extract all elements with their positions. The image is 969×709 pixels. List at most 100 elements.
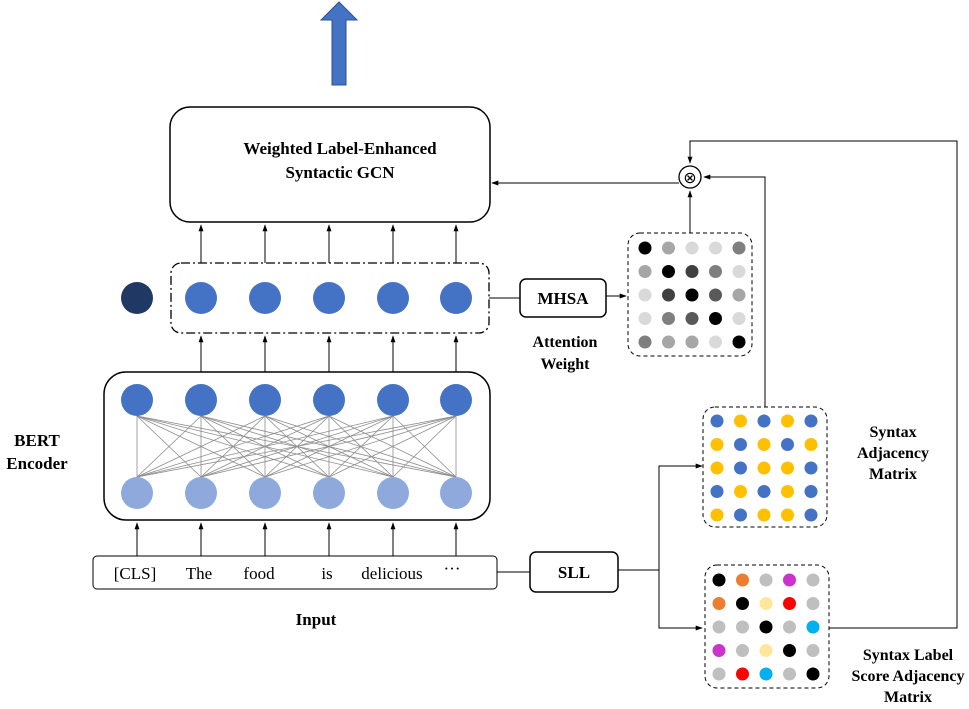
input-token: [CLS] (114, 564, 157, 583)
label-matrix-dot (759, 644, 773, 657)
label-matrix-dot (783, 597, 796, 610)
input-tokens: [CLS] The food is delicious ··· (114, 559, 461, 583)
label-matrix-dot (806, 644, 820, 657)
label-matrix-dot (783, 620, 796, 634)
attention-matrix-dot (662, 288, 675, 302)
attention-matrix-dot (709, 288, 722, 302)
label-matrix-dot (712, 667, 726, 681)
label-matrix-dots (712, 573, 820, 681)
syntax-matrix-dots (710, 414, 818, 522)
label-matrix-dot (712, 597, 726, 610)
otimes-node (678, 165, 702, 189)
attention-matrix-dot (685, 288, 699, 302)
attention-matrix-dot (732, 335, 746, 349)
bert-label-line2: Encoder (6, 454, 68, 473)
input-token: ··· (444, 559, 461, 578)
syntax-adj-label-line2: Adjacency (857, 445, 929, 462)
bert-connection-line (136, 415, 457, 478)
label-matrix-dot (736, 644, 749, 657)
label-matrix-dot (712, 620, 726, 634)
attention-matrix-dot (685, 335, 699, 349)
syntax-matrix-dot (804, 438, 818, 451)
label-matrix-dot (736, 620, 749, 634)
bert-connection-line (136, 415, 266, 478)
input-to-bert-arrows (134, 522, 459, 556)
syntax-matrix-dot (710, 485, 724, 498)
attention-matrix-dot (638, 265, 652, 278)
syntax-adj-label-line3: Matrix (869, 466, 917, 483)
hidden-nodes (185, 282, 472, 314)
label-matrix-dot (759, 573, 773, 587)
bert-connection-line (136, 415, 330, 478)
label-matrix-dot (759, 667, 773, 681)
syntax-label-line2: Score Adjacency (851, 668, 964, 685)
attention-matrix-dot (732, 312, 746, 325)
label-matrix-dot (783, 644, 796, 657)
input-token: is (321, 564, 332, 583)
mhsa-label: MHSA (538, 289, 590, 308)
syntax-matrix-dot (757, 508, 771, 522)
syntax-matrix-dot (781, 414, 794, 428)
bert-to-hidden-arrows (198, 335, 459, 373)
bert-top-nodes (121, 384, 472, 416)
syntax-matrix-dot (757, 461, 771, 475)
syntax-matrix-dot (804, 461, 818, 475)
syntax-adj-label-line1: Syntax (869, 424, 916, 441)
attention-label-line2: Weight (541, 356, 591, 373)
attention-matrix-dot (638, 335, 652, 349)
label-matrix-dot (783, 573, 796, 587)
input-token: food (243, 564, 275, 583)
label-matrix-dot (759, 597, 773, 610)
attention-matrix-dot (732, 265, 746, 278)
bert-connection-line (136, 415, 202, 478)
syntax-label-line3: Matrix (884, 689, 932, 706)
fusion-arrows (491, 140, 958, 629)
syntax-matrix-dot (734, 438, 747, 451)
attention-matrix-dot (732, 241, 746, 255)
attention-matrix-dot (638, 288, 652, 302)
attention-matrix-dot (709, 312, 722, 325)
bert-connections (136, 415, 457, 478)
syntax-matrix-dot (804, 414, 818, 428)
attention-matrix-dot (638, 312, 652, 325)
bert-bottom-nodes (121, 477, 472, 509)
gcn-title-line1: Weighted Label-Enhanced (243, 139, 437, 158)
label-matrix-dot (759, 620, 773, 634)
syntax-matrix-dot (804, 508, 818, 522)
label-matrix-dot (736, 573, 749, 587)
input-label: Input (296, 610, 337, 629)
bert-connection-line (200, 415, 457, 478)
syntax-label-line1: Syntax Label (863, 647, 954, 664)
gcn-box (169, 106, 491, 223)
label-matrix-dot (806, 667, 820, 681)
attention-matrix-dots (638, 241, 746, 349)
label-matrix-dot (783, 667, 796, 681)
attention-matrix-dot (709, 241, 722, 255)
input-token: The (186, 564, 212, 583)
syntax-matrix-dot (757, 485, 771, 498)
syntax-matrix-dot (781, 438, 794, 451)
input-token: delicious (361, 564, 422, 583)
sll-label: SLL (558, 563, 590, 582)
bert-connection-line (264, 415, 457, 478)
label-matrix-dot (806, 597, 820, 610)
attention-matrix-dot (662, 335, 675, 349)
label-matrix-dot (712, 644, 726, 657)
mhsa-box (519, 278, 607, 318)
attention-matrix-dot (638, 241, 652, 255)
bert-connection-line (328, 415, 457, 478)
attention-matrix-dot (662, 312, 675, 325)
syntax-matrix-dot (710, 508, 724, 522)
bert-connection-line (136, 415, 394, 478)
attention-matrix-dot (732, 288, 746, 302)
attention-label-line1: Attention (533, 334, 598, 351)
hidden-layer-box (170, 262, 490, 334)
attention-matrix-dot (685, 241, 699, 255)
hidden-to-gcn-arrows (198, 224, 459, 263)
syntax-matrix-dot (734, 485, 747, 498)
attention-matrix-dot (685, 265, 699, 278)
syntax-matrix-dot (710, 461, 724, 475)
gcn-title-line2: Syntactic GCN (285, 163, 395, 182)
attention-matrix-dot (709, 335, 722, 349)
